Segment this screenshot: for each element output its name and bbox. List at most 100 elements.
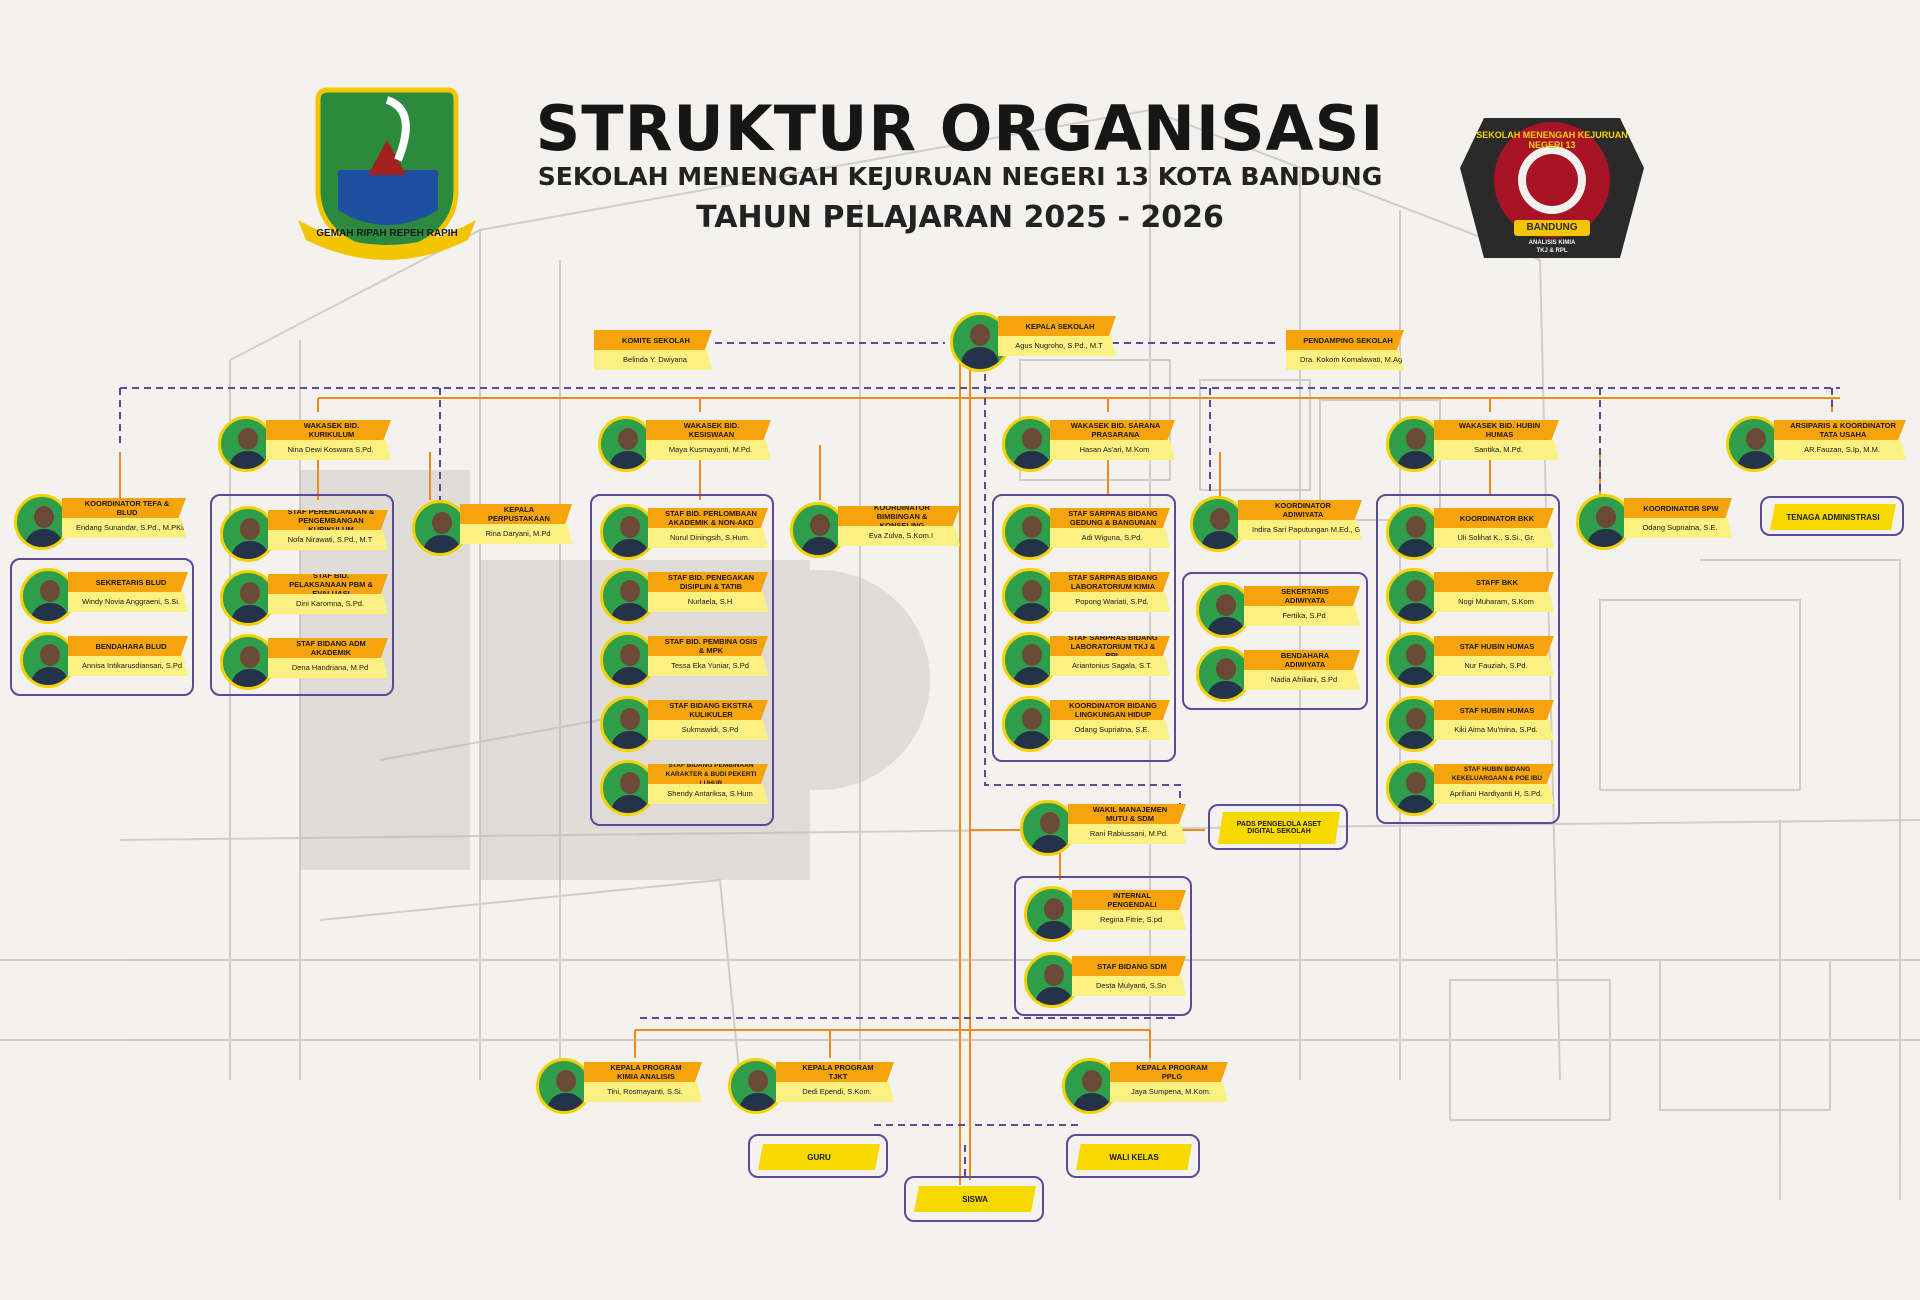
wakasek-humas-role: WAKASEK BID. HUBIN HUMAS — [1434, 420, 1559, 440]
wakasek-kurikulum-role: WAKASEK BID. KURIKULUM — [266, 420, 391, 440]
kurikulum-staff-photo — [220, 570, 276, 626]
school-mentor-name: Dra. Kokom Komalawati, M.Ag. — [1286, 350, 1404, 370]
program-head-name: Dedi Ependi, S.Kom. — [776, 1082, 894, 1102]
homeroom-label[interactable]: WALI KELAS — [1076, 1144, 1192, 1170]
kurikulum-staff-name: Dena Handriana, M.Pd — [268, 658, 388, 678]
library-head-role: KEPALA PERPUSTAKAAN — [460, 504, 572, 524]
spw-coordinator-role: KOORDINATOR SPW — [1624, 498, 1732, 518]
wakasek-humas-name: Santika, M.Pd. — [1434, 440, 1559, 460]
humas-staff-photo — [1386, 760, 1442, 816]
kesiswaan-staff-name: Nurlaela, S.H — [648, 592, 768, 612]
kurikulum-staff-name: Dini Karomna, S.Pd. — [268, 594, 388, 614]
kesiswaan-staff-photo — [600, 696, 656, 752]
tefa-coordinator-photo — [14, 494, 70, 550]
tefa-coordinator-role: KOORDINATOR TEFA & BLUD — [62, 498, 186, 518]
tu-coordinator-role: ARSIPARIS & KOORDINATOR TATA USAHA — [1774, 420, 1906, 440]
humas-staff-name: Nur Fauziah, S.Pd. — [1434, 656, 1554, 676]
humas-staff-role: STAF HUBIN HUMAS — [1434, 636, 1554, 656]
tefa-staff-group: SEKRETARIS BLUD Windy Novia Anggraeni, S… — [10, 558, 194, 696]
sarpras-staff-name: Odang Supriatna, S.E. — [1050, 720, 1170, 740]
page-title: STRUKTUR ORGANISASI — [535, 92, 1385, 165]
sarpras-staff-name: Adi Wiguna, S.Pd. — [1050, 528, 1170, 548]
pads-label[interactable]: PADS PENGELOLA ASET DIGITAL SEKOLAH — [1218, 812, 1340, 844]
wakasek-kesiswaan-name: Maya Kusmayanti, M.Pd. — [646, 440, 771, 460]
adiwiyata-staff-role: BENDAHARA ADIWIYATA — [1244, 650, 1360, 670]
quality-manager-photo — [1020, 800, 1076, 856]
adiwiyata-coordinator-name: Indira Sari Paputungan M.Ed., Gr. — [1238, 520, 1362, 540]
kesiswaan-staff-name: Sukmawidi, S.Pd — [648, 720, 768, 740]
sarpras-staff-name: Ariantonius Sagala, S.T. — [1050, 656, 1170, 676]
program-head-photo — [536, 1058, 592, 1114]
humas-staff-name: Uli Solihat K., S.Si., Gr. — [1434, 528, 1554, 548]
counseling-coordinator-role: KOORDINATOR BIMBINGAN & KONSELING — [838, 506, 960, 526]
program-head-role: KEPALA PROGRAM TJKT — [776, 1062, 894, 1082]
kesiswaan-staff-photo — [600, 568, 656, 624]
wakasek-humas-photo — [1386, 416, 1442, 472]
tu-staff-group: TENAGA ADMINISTRASI — [1760, 496, 1904, 536]
kesiswaan-staff-group: STAF BID. PERLOMBAAN AKADEMIK & NON-AKD … — [590, 494, 774, 826]
sarpras-staff-role: STAF SARPRAS BIDANG LABORATORIUM TKJ & R… — [1050, 636, 1170, 656]
kesiswaan-staff-role: STAF BID. PERLOMBAAN AKADEMIK & NON-AKD — [648, 508, 768, 528]
logo-fields: ANALISIS KIMIA — [1528, 240, 1576, 246]
humas-staff-name: Apriliani Hardiyanti H, S.Pd. — [1434, 784, 1554, 804]
adiwiyata-coordinator-photo — [1190, 496, 1246, 552]
quality-staff-group: STAF AUDIT MUTU INTERNAL PENGENDALI DOKU… — [1014, 876, 1192, 1016]
kesiswaan-staff-photo — [600, 504, 656, 560]
program-head-role: KEPALA PROGRAM PPLG — [1110, 1062, 1228, 1082]
adiwiyata-staff-photo — [1196, 646, 1252, 702]
sarpras-staff-role: STAF SARPRAS BIDANG GEDUNG & BANGUNAN — [1050, 508, 1170, 528]
wakasek-kurikulum-photo — [218, 416, 274, 472]
library-head-name: Rina Daryani, M.Pd — [460, 524, 572, 544]
quality-staff-role: STAF BIDANG SDM — [1072, 956, 1186, 976]
wakasek-sarpras-name: Hasan As'ari, M.Kom — [1050, 440, 1175, 460]
wakasek-kesiswaan-role: WAKASEK BID. KESISWAAN — [646, 420, 771, 440]
logo-ring-text: SEKOLAH MENENGAH KEJURUAN NEGERI 13 — [1476, 130, 1628, 150]
logo-city: BANDUNG — [1526, 222, 1578, 233]
school-name: SEKOLAH MENENGAH KEJURUAN NEGERI 13 KOTA… — [537, 162, 1383, 191]
principal-role: KEPALA SEKOLAH — [998, 316, 1116, 336]
kesiswaan-staff-name: Nurul Diningsih, S.Hum. — [648, 528, 768, 548]
emblem-motto: GEMAH RIPAH REPEH RAPIH — [316, 228, 458, 239]
kesiswaan-staff-name: Tessa Eka Yuniar, S.Pd — [648, 656, 768, 676]
sarpras-staff-role: KOORDINATOR BIDANG LINGKUNGAN HIDUP — [1050, 700, 1170, 720]
tefa-staff-name: Annisa Intikarusdiansari, S.Pd — [68, 656, 188, 676]
humas-staff-photo — [1386, 504, 1442, 560]
school-mentor-role: PENDAMPING SEKOLAH — [1286, 330, 1404, 350]
wakasek-sarpras-role: WAKASEK BID. SARANA PRASARANA — [1050, 420, 1175, 440]
sarpras-staff-photo — [1002, 504, 1058, 560]
smkn13-logo: SEKOLAH MENENGAH KEJURUAN NEGERI 13 BAND… — [1454, 108, 1650, 268]
sarpras-staff-name: Popong Wariati, S.Pd. — [1050, 592, 1170, 612]
kesiswaan-staff-name: Shendy Antariksa, S.Hum — [648, 784, 768, 804]
wakasek-kurikulum-name: Nina Dewi Koswara S.Pd. — [266, 440, 391, 460]
teachers-label[interactable]: GURU — [758, 1144, 880, 1170]
humas-staff-role: STAF HUBIN HUMAS — [1434, 700, 1554, 720]
program-head-photo — [728, 1058, 784, 1114]
tefa-staff-name: Windy Novia Anggraeni, S.Si. — [68, 592, 188, 612]
academic-year: TAHUN PELAJARAN 2025 - 2026 — [696, 200, 1224, 235]
tefa-staff-photo — [20, 568, 76, 624]
tefa-staff-role: BENDAHARA BLUD — [68, 636, 188, 656]
students-label[interactable]: SISWA — [914, 1186, 1036, 1212]
library-head-photo — [412, 500, 468, 556]
kurikulum-staff-group: STAF PERENCANAAN & PENGEMBANGAN KURIKULU… — [210, 494, 394, 696]
tu-coordinator-name: AR.Fauzan, S.Ip, M.M. — [1774, 440, 1906, 460]
kesiswaan-staff-photo — [600, 760, 656, 816]
teachers-group: GURU — [748, 1134, 888, 1178]
west-java-emblem: GEMAH RIPAH REPEH RAPIH — [298, 80, 476, 260]
administrative-staff-label[interactable]: TENAGA ADMINISTRASI — [1770, 504, 1896, 530]
adiwiyata-staff-group: SEKERTARIS ADIWIYATA Fertika, S.Pd BENDA… — [1182, 572, 1368, 710]
kurikulum-staff-role: STAF PERENCANAAN & PENGEMBANGAN KURIKULU… — [268, 510, 388, 530]
kurikulum-staff-photo — [220, 634, 276, 690]
tefa-staff-photo — [20, 632, 76, 688]
adiwiyata-staff-name: Nadia Afriliani, S.Pd — [1244, 670, 1360, 690]
humas-staff-name: Kiki Aima Mu'mina, S.Pd. — [1434, 720, 1554, 740]
kurikulum-staff-role: STAF BID. PELAKSANAAN PBM & EVALUASI — [268, 574, 388, 594]
humas-staff-role: STAFF BKK — [1434, 572, 1554, 592]
sarpras-staff-role: STAF SARPRAS BIDANG LABORATORIUM KIMIA — [1050, 572, 1170, 592]
adiwiyata-staff-name: Fertika, S.Pd — [1244, 606, 1360, 626]
program-head-name: Jaya Sumpena, M.Kom. — [1110, 1082, 1228, 1102]
humas-staff-role: STAF HUBIN BIDANG KEKELUARGAAN & POE IBU — [1434, 764, 1554, 784]
kesiswaan-staff-role: STAF BID. PEMBINA OSIS & MPK — [648, 636, 768, 656]
sarpras-staff-group: STAF SARPRAS BIDANG GEDUNG & BANGUNAN Ad… — [992, 494, 1176, 762]
